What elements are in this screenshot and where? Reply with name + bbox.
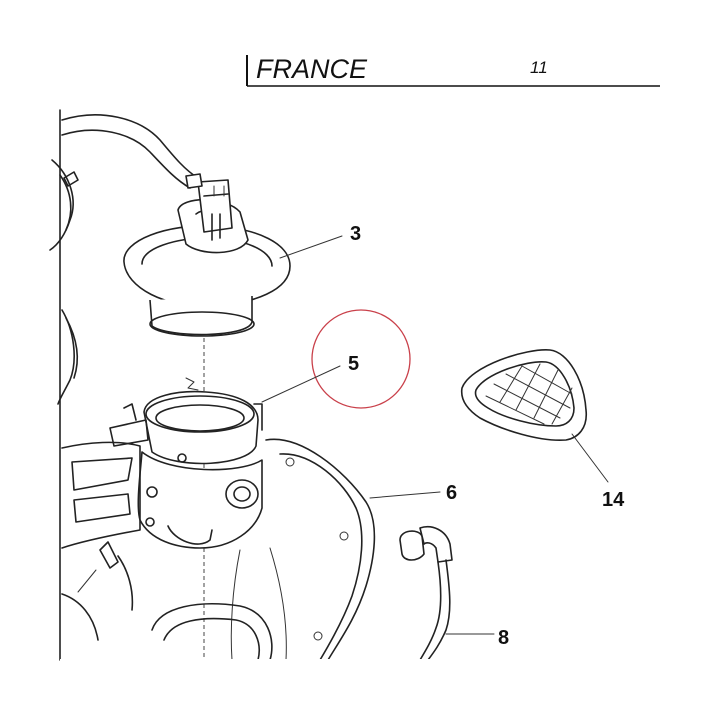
part-3-actuator xyxy=(123,173,291,337)
gasket-ring xyxy=(151,603,273,661)
part-14-filter-pad xyxy=(460,349,588,441)
part-5-throttle-body xyxy=(109,377,263,549)
callout-3: 3 xyxy=(279,223,361,259)
callout-8: 8 xyxy=(445,627,509,649)
callout-6: 6 xyxy=(369,482,457,504)
callout-14-label: 14 xyxy=(602,489,625,511)
callout-14: 14 xyxy=(571,433,625,511)
left-frame xyxy=(57,109,79,661)
callout-6-label: 6 xyxy=(446,482,457,504)
header-page-number: 11 xyxy=(530,58,548,77)
callout-8-label: 8 xyxy=(498,627,509,649)
callout-3-label: 3 xyxy=(350,223,361,245)
callout-5-label: 5 xyxy=(348,353,359,375)
intake-manifold xyxy=(61,441,141,641)
vacuum-hose xyxy=(49,114,199,251)
callout-5: 5 xyxy=(261,309,411,409)
callout-5-highlight-circle xyxy=(311,309,411,409)
part-8-sensor-cable xyxy=(399,526,453,661)
part-6-cover-plate xyxy=(230,438,376,661)
header: FRANCE 11 xyxy=(246,54,660,87)
header-region: FRANCE xyxy=(256,54,368,84)
